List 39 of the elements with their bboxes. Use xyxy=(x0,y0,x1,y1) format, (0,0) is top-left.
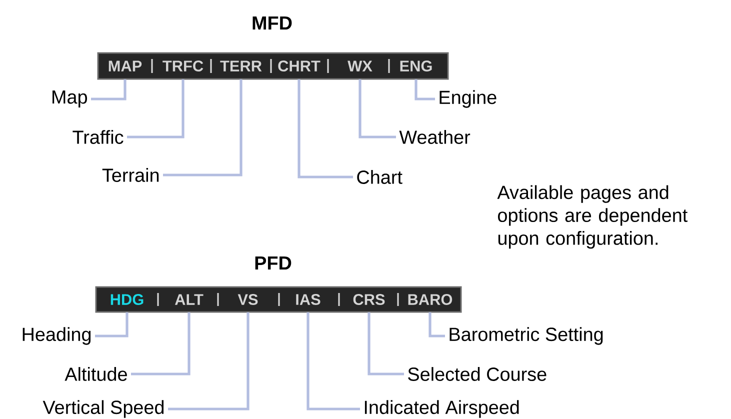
bar-title: MFD xyxy=(252,16,292,30)
softkey-label: VS xyxy=(238,294,258,305)
callout-label: Map xyxy=(52,90,87,108)
leader-line xyxy=(414,79,435,100)
leader-line xyxy=(298,79,353,178)
callout-label: Indicated Airspeed xyxy=(364,400,519,418)
leader-line xyxy=(358,79,396,138)
leader-line xyxy=(368,312,404,376)
softkey-label: CHRT xyxy=(278,60,320,72)
callout-label: Traffic xyxy=(72,130,124,144)
note-text: Available pages and options are dependent upon configuration. xyxy=(497,185,688,249)
softkey-label: WX xyxy=(348,60,372,72)
callout-label: Terrain xyxy=(102,168,159,182)
callout-label: Weather xyxy=(399,130,470,144)
leader-line xyxy=(428,312,445,338)
callout-label: Chart xyxy=(357,170,402,184)
leader-line xyxy=(95,312,128,338)
callout-label: Selected Course xyxy=(408,367,546,381)
callout-label: Heading xyxy=(22,327,91,345)
softkey-label: HDG xyxy=(110,294,144,305)
leader-line xyxy=(168,312,250,410)
softkey-label: CRS xyxy=(353,294,385,305)
callout-label: Altitude xyxy=(64,367,127,381)
leader-line xyxy=(163,79,242,176)
softkey-label: ENG xyxy=(400,60,432,72)
callout-label: Barometric Setting xyxy=(450,327,603,345)
callout-label: Engine xyxy=(440,90,496,108)
bar-title: PFD xyxy=(255,256,292,270)
softkey-label: BARO xyxy=(408,294,452,305)
leader-line xyxy=(127,79,184,138)
leader-line xyxy=(131,312,190,376)
softkey-label: TRFC xyxy=(162,60,204,72)
callout-label: Vertical Speed xyxy=(42,400,164,418)
softkey-label: ALT xyxy=(174,294,204,305)
softkey-label: MAP xyxy=(108,60,142,72)
leader-line xyxy=(306,312,360,410)
leader-line xyxy=(91,79,126,100)
softkey-label: IAS xyxy=(296,294,320,305)
softkey-label: TERR xyxy=(220,60,262,72)
